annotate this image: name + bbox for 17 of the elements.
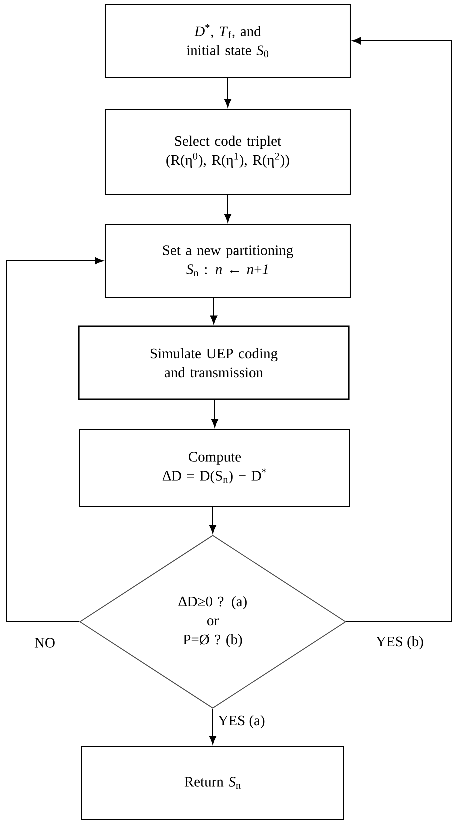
arrow (209, 708, 217, 745)
arrow (209, 506, 217, 534)
arrow (210, 298, 218, 324)
arrow (6, 257, 104, 622)
edge-label: YES (a) (217, 714, 266, 730)
process-box: Compute ∆D = D(S$_{n}$) − D$^{*}$ (80, 429, 350, 507)
arrow (224, 194, 232, 223)
process-box: Select code triplet (R(η$^{0}$), R(η$^{1}$), R(η$^{2}$)) (105, 109, 351, 196)
arrow (211, 400, 219, 428)
arrow (346, 37, 452, 622)
arrow (224, 78, 232, 108)
edge-label: NO (34, 637, 56, 649)
process-box: Return S$_{n}$ (82, 746, 344, 820)
process-box: Simulate UEP coding and transmission (78, 326, 350, 400)
edge-label: YES (b) (375, 635, 425, 651)
process-box: D$^{*}$, T$_{f}$, and initial state S$_{0}$ (105, 4, 351, 78)
process-box: Set a new partitioning S$_{n}$ : n ← n+1 (105, 224, 351, 298)
